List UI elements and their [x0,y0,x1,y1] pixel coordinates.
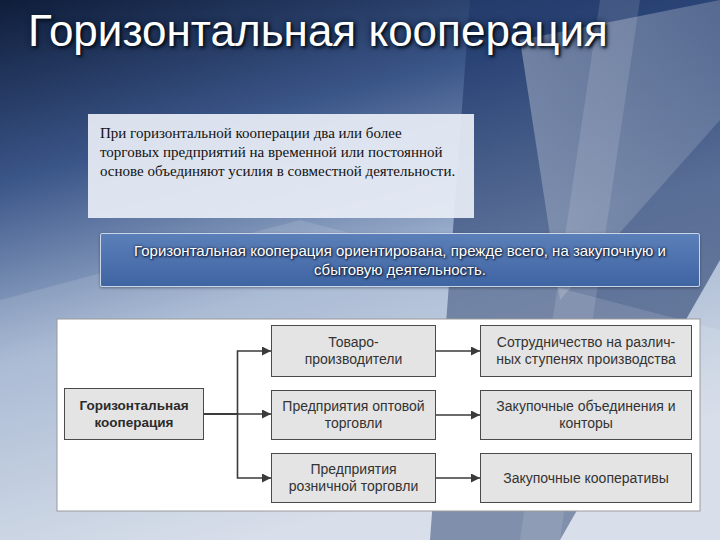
form-box: Сотрудничество на различ- ных ступенях п… [480,325,692,377]
summary-band: Горизонтальная кооперация ориентирована,… [100,233,700,287]
root-box: Горизонтальная кооперация [64,388,204,440]
node-text: Горизонтальная кооперация [70,397,198,431]
connector-arrow [436,414,480,416]
slide-title: Горизонтальная кооперация [28,4,708,58]
connector-arrow [436,350,480,352]
category-box: Предприятия оптовой торговли [271,390,436,440]
node-text: Сотрудничество на различ- ных ступенях п… [487,334,685,368]
text-ground [88,114,474,218]
node-text: Горизонтальная кооперация ориентирована,… [115,241,685,279]
floor-light [0,220,720,540]
node-text: Товаро- производители [278,334,429,368]
connector-arrow [204,414,271,478]
category-box: Товаро- производители [271,325,436,377]
form-box: Закупочные кооперативы [480,453,692,503]
node-text: Предприятия розничной торговли [278,461,429,495]
node-text: Закупочные кооперативы [503,470,669,487]
node-text: Предприятия оптовой торговли [278,398,429,432]
connector-arrow [204,351,271,414]
form-box: Закупочные объединения и конторы [480,390,692,440]
definition-text: При горизонтальной кооперации два или бо… [100,124,460,181]
diagram-panel [57,319,700,511]
connector-arrow [436,477,480,479]
category-box: Предприятия розничной торговли [271,453,436,503]
node-text: Закупочные объединения и конторы [487,398,685,432]
